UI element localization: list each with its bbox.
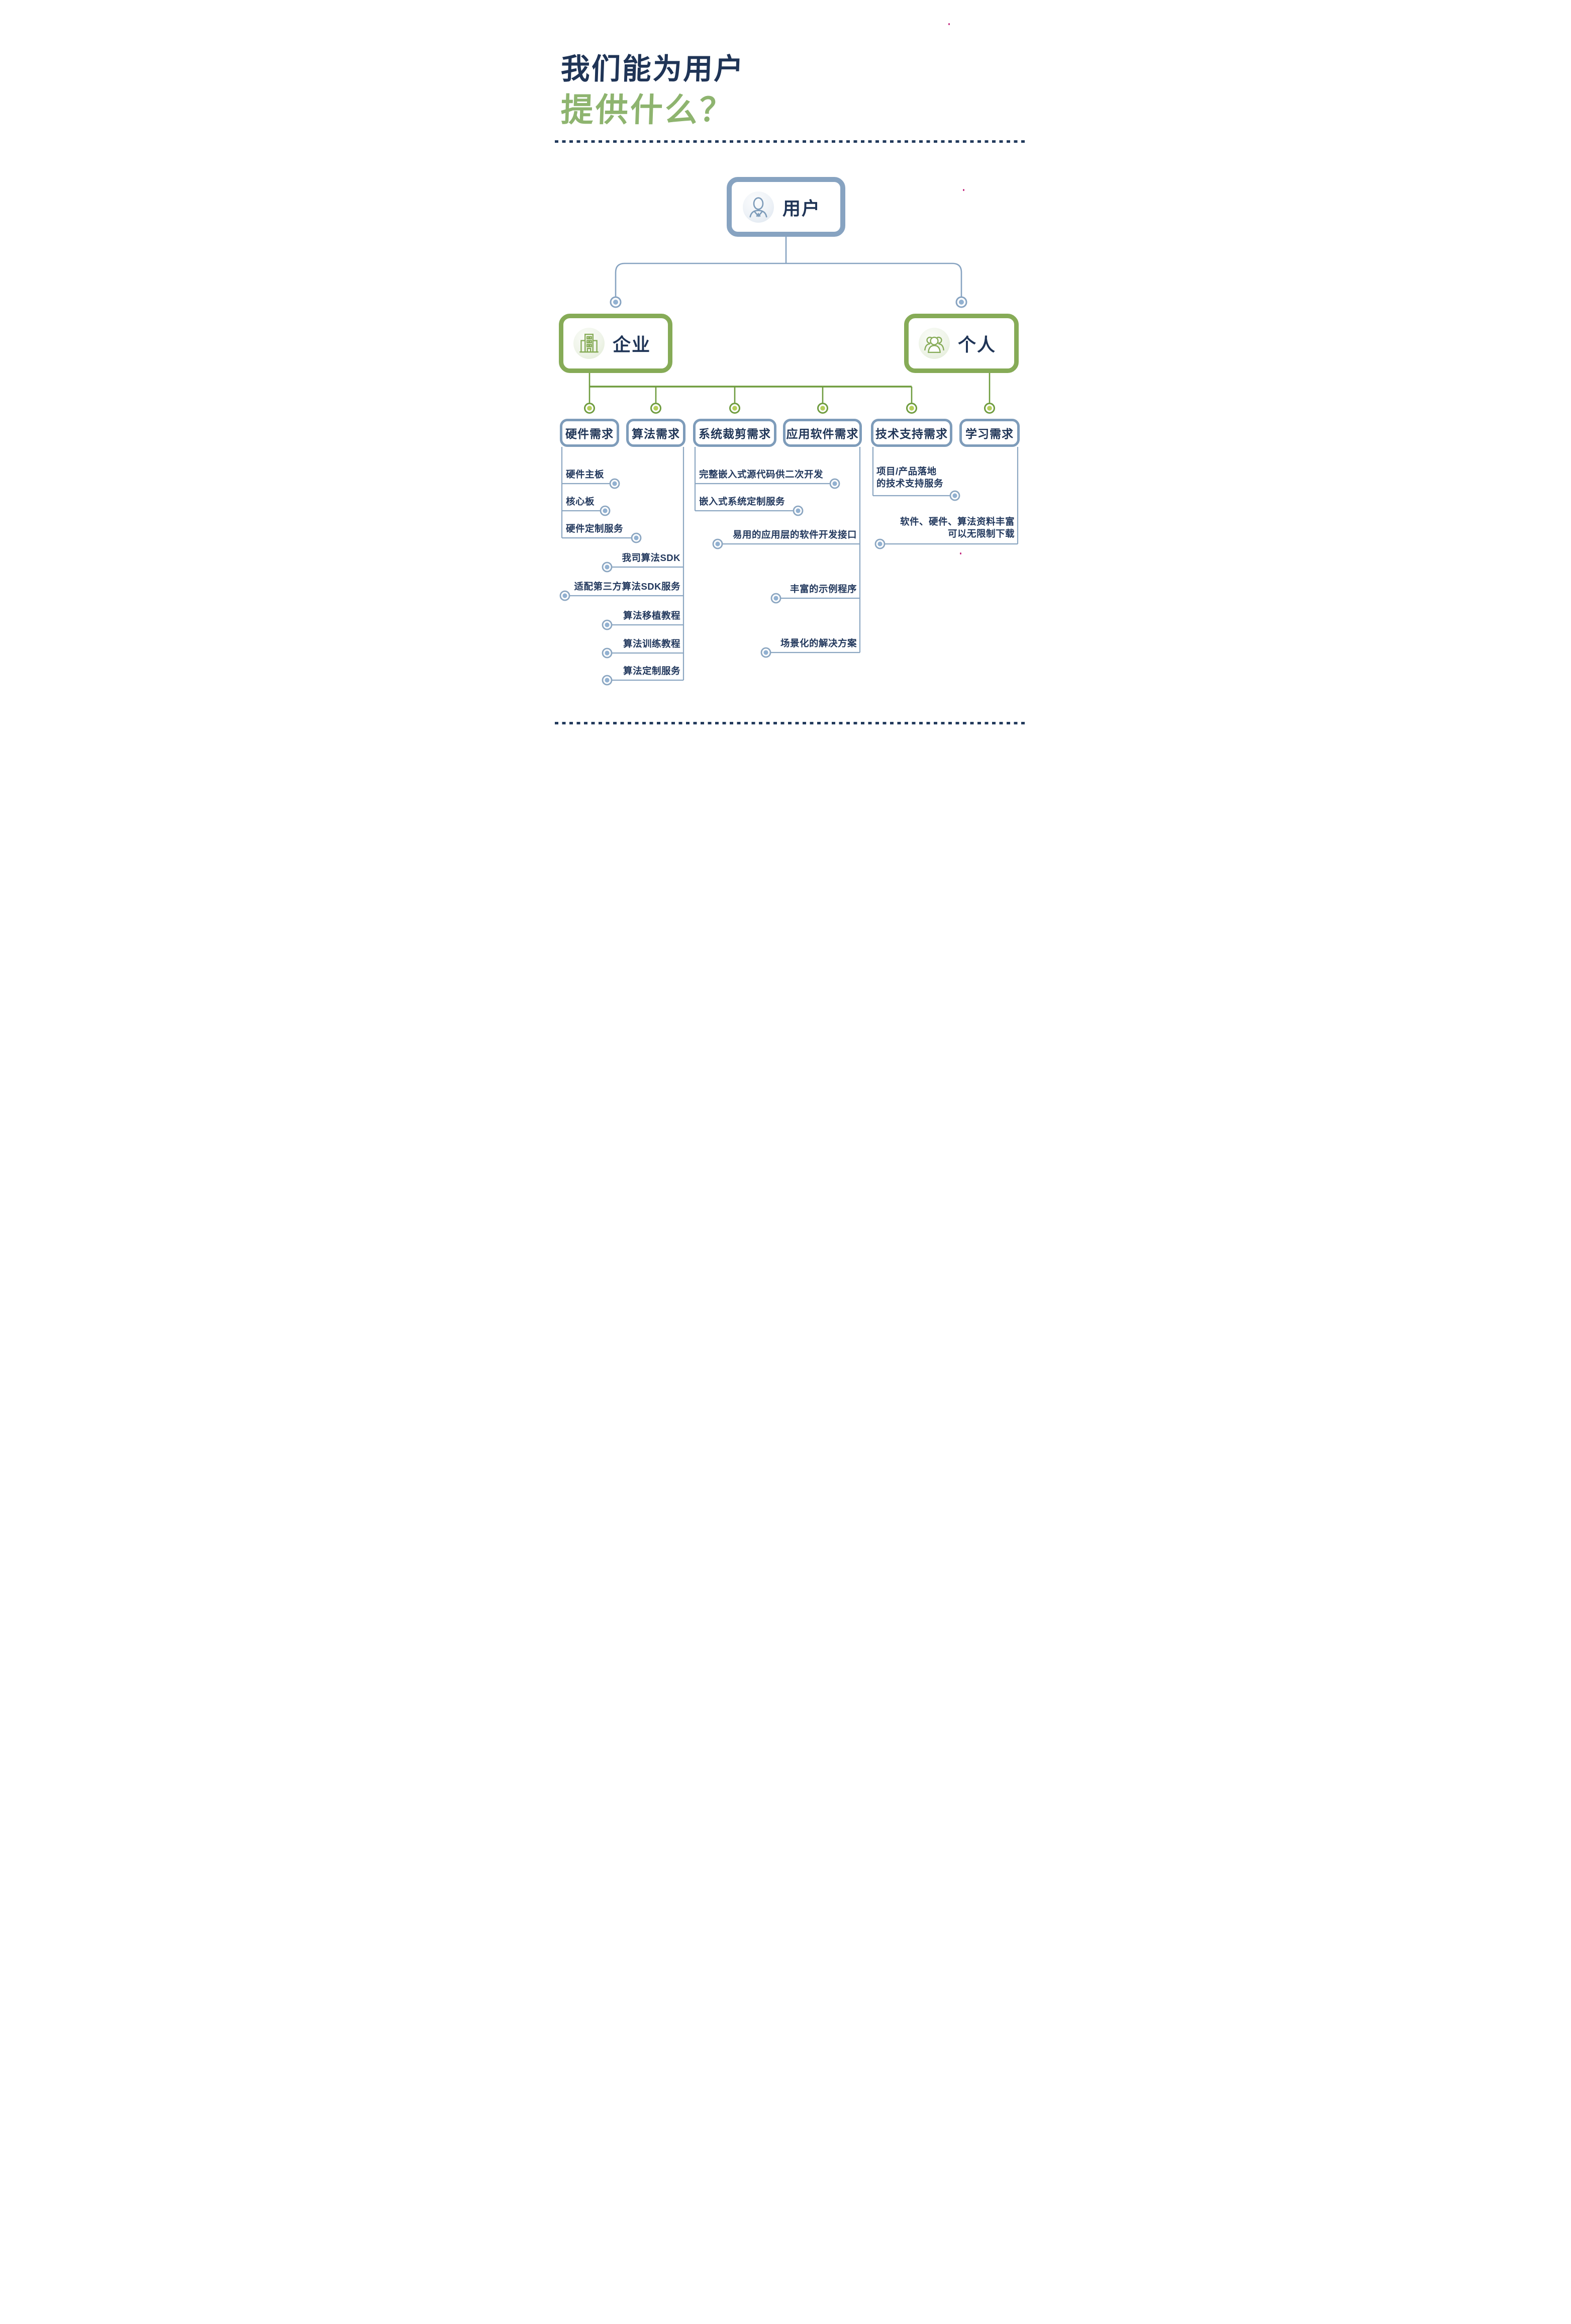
leaf-item: 丰富的示例程序 xyxy=(790,584,857,594)
people-icon xyxy=(919,328,950,359)
artifact-dot xyxy=(963,189,964,191)
branch-system-terminals xyxy=(793,478,840,516)
category-algorithm: 算法需求 xyxy=(626,419,685,447)
branch-techsupport-terminals xyxy=(949,490,960,501)
building-icon xyxy=(573,328,605,359)
leaf-item: 易用的应用层的软件开发接口 xyxy=(732,529,857,540)
leaf-item: 核心板 xyxy=(566,496,595,507)
leaf-item: 项目/产品落地 的技术支持服务 xyxy=(876,466,943,490)
category-hardware: 硬件需求 xyxy=(560,419,619,447)
user-icon xyxy=(743,191,774,223)
leaf-line: 的技术支持服务 xyxy=(876,478,944,489)
node-personal-label: 个人 xyxy=(958,334,997,355)
leaf-line: 可以无限制下载 xyxy=(947,528,1015,539)
node-enterprise-label: 企业 xyxy=(613,334,651,355)
category-system: 系统裁剪需求 xyxy=(693,419,776,447)
bottom-dashed-divider xyxy=(555,722,1025,724)
infographic-page: 我们能为用户 提供什么？ xyxy=(524,0,1047,775)
user-connector xyxy=(615,237,962,297)
category-app-software: 应用软件需求 xyxy=(783,419,862,447)
top-dashed-divider xyxy=(555,140,1025,143)
leaf-item: 算法训练教程 xyxy=(623,638,680,649)
leaf-item: 硬件定制服务 xyxy=(566,523,624,534)
node-personal: 个人 xyxy=(904,314,1019,373)
page-title-line-2: 提供什么？ xyxy=(560,91,735,128)
node-user: 用户 xyxy=(727,177,845,237)
user-connector-terminals xyxy=(610,296,967,308)
leaf-item: 算法定制服务 xyxy=(623,666,680,676)
artifact-dot xyxy=(948,23,950,25)
leaf-line: 项目/产品落地 xyxy=(876,466,937,477)
leaf-item: 硬件主板 xyxy=(566,469,605,480)
branch-learning-terminals xyxy=(874,538,886,549)
leaf-item: 适配第三方算法SDK服务 xyxy=(574,581,680,592)
page-title-line-1: 我们能为用户 xyxy=(560,53,745,85)
leaf-line: 软件、硬件、算法资料丰富 xyxy=(900,516,1015,527)
leaf-item: 场景化的解决方案 xyxy=(780,638,857,648)
leaf-item: 软件、硬件、算法资料丰富 可以无限制下载 xyxy=(900,516,1015,540)
node-user-label: 用户 xyxy=(782,198,821,219)
category-learning: 学习需求 xyxy=(959,419,1020,447)
category-terminals xyxy=(584,403,995,414)
node-enterprise: 企业 xyxy=(559,314,672,373)
leaf-item: 完整嵌入式源代码供二次开发 xyxy=(699,469,824,480)
leaf-item: 我司算法SDK xyxy=(622,552,680,563)
artifact-dot xyxy=(960,552,961,554)
enterprise-connector xyxy=(588,373,991,403)
leaf-item: 算法移植教程 xyxy=(623,610,680,621)
category-tech-support: 技术支持需求 xyxy=(871,419,952,447)
leaf-item: 嵌入式系统定制服务 xyxy=(699,496,785,507)
branch-appsoft-terminals xyxy=(712,538,781,658)
